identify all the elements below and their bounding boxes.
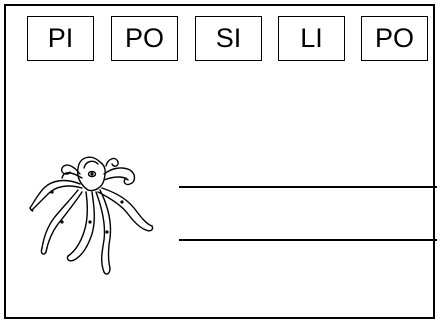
syllable-box-3[interactable]: SI — [195, 16, 262, 61]
syllable-box-1[interactable]: PI — [27, 16, 94, 61]
answer-line-1[interactable] — [179, 186, 437, 188]
answer-line-2[interactable] — [179, 239, 437, 241]
syllable-label: PI — [47, 23, 74, 53]
syllable-box-2[interactable]: PO — [111, 16, 178, 61]
syllable-label: PO — [374, 23, 414, 53]
syllable-box-5[interactable]: PO — [361, 16, 428, 61]
syllable-label: PO — [124, 23, 164, 53]
syllable-box-4[interactable]: LI — [278, 16, 345, 61]
octopus-icon — [29, 156, 154, 275]
worksheet-card: PI PO SI LI PO — [4, 4, 437, 319]
syllable-label: LI — [300, 23, 323, 53]
syllable-label: SI — [215, 23, 242, 53]
